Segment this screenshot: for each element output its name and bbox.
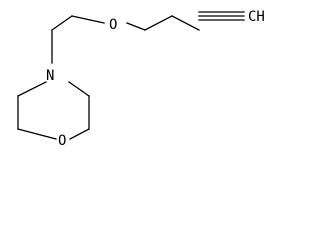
atom-label-ether-oxygen: O: [109, 17, 117, 33]
bond-ring-left-to-n: [17, 81, 47, 97]
bond-ring-right-to-o: [69, 128, 90, 140]
bond-ch2-to-o: [71, 15, 105, 24]
bond-ch2-to-alkyne: [171, 15, 200, 31]
atom-label-alkyne-ch: CH: [248, 9, 265, 25]
bond-ch2-peak: [144, 15, 173, 31]
triple-bond: [198, 11, 245, 21]
bond-o-to-ch2: [126, 22, 146, 31]
morpholine-ring: [17, 81, 90, 140]
bond-ch2-vertex: [51, 15, 73, 31]
bond-n-ring-right: [68, 81, 90, 97]
atom-label-ring-oxygen: O: [58, 133, 66, 149]
chemical-structure-diagram: N O O CH: [17, 9, 265, 149]
bond-o-to-ring-left: [17, 128, 57, 140]
atom-label-nitrogen: N: [46, 68, 54, 84]
side-chain: [51, 15, 200, 64]
